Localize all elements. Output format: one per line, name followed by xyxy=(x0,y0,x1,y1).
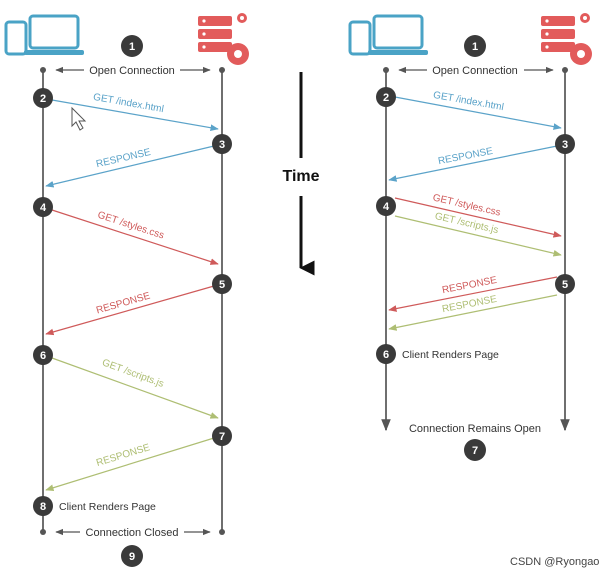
svg-text:9: 9 xyxy=(129,551,135,563)
left-msg-get-styles-arrow xyxy=(51,209,219,265)
right-msg-response-3-label: RESPONSE xyxy=(441,294,498,315)
right-step-2-badge: 2 xyxy=(376,87,396,107)
left-msg-get-scripts-label: GET /scripts.js xyxy=(101,357,166,390)
server-gear-icon xyxy=(541,13,592,65)
left-step-6-badge: 6 xyxy=(33,345,53,365)
svg-text:5: 5 xyxy=(562,279,568,291)
right-msg-response-2-label: RESPONSE xyxy=(441,275,498,296)
right-msg-response-3-arrow xyxy=(388,294,558,331)
svg-text:7: 7 xyxy=(219,431,225,443)
svg-text:3: 3 xyxy=(562,139,568,151)
svg-text:6: 6 xyxy=(383,349,389,361)
left-step-4-badge: 4 xyxy=(33,197,53,217)
left-step-9-badge: 9 xyxy=(121,545,143,567)
left-msg-response-2-label: RESPONSE xyxy=(95,291,152,317)
svg-text:3: 3 xyxy=(219,139,225,151)
right-msg-response-1-arrow xyxy=(388,145,558,182)
left-client-renders-label: Client Renders Page xyxy=(59,501,156,513)
left-msg-get-scripts-arrow xyxy=(51,357,219,419)
right-msg-response-2-arrow xyxy=(388,276,558,312)
right-connection-remains-open-label: Connection Remains Open xyxy=(409,423,541,435)
left-connection-closed-label: Connection Closed xyxy=(86,527,179,539)
left-step-1-badge: 1 xyxy=(121,35,143,57)
time-label: Time xyxy=(282,168,319,185)
right-step-1-badge: 1 xyxy=(464,35,486,57)
right-step-6-badge: 6 xyxy=(376,344,396,364)
svg-text:1: 1 xyxy=(472,41,478,53)
right-msg-get-scripts-arrow xyxy=(394,215,562,257)
right-step-4-badge: 4 xyxy=(376,196,396,216)
left-msg-get-index-label: GET /index.html xyxy=(92,92,164,115)
svg-text:4: 4 xyxy=(383,201,390,213)
left-msg-get-styles-label: GET /styles.css xyxy=(96,210,165,242)
svg-text:6: 6 xyxy=(40,350,46,362)
right-msg-get-index-arrow xyxy=(394,96,562,130)
left-open-connection-label: Open Connection xyxy=(89,65,175,77)
left-msg-response-3-arrow xyxy=(45,437,215,491)
svg-text:5: 5 xyxy=(219,279,225,291)
left-msg-response-2-arrow xyxy=(45,285,215,336)
right-step-7-badge: 7 xyxy=(464,439,486,461)
left-msg-response-3-label: RESPONSE xyxy=(95,442,152,469)
svg-text:7: 7 xyxy=(472,445,478,457)
client-laptop-phone-icon xyxy=(4,14,84,56)
left-step-5-badge: 5 xyxy=(212,274,232,294)
left-msg-get-index-arrow xyxy=(51,99,219,132)
svg-text:8: 8 xyxy=(40,501,46,513)
left-step-2-badge: 2 xyxy=(33,88,53,108)
svg-text:4: 4 xyxy=(40,202,47,214)
svg-text:2: 2 xyxy=(383,92,389,104)
right-step-3-badge: 3 xyxy=(555,134,575,154)
watermark: CSDN @Ryongao xyxy=(510,556,600,568)
left-step-8-badge: 8 xyxy=(33,496,53,516)
right-step-5-badge: 5 xyxy=(555,274,575,294)
right-msg-get-index-label: GET /index.html xyxy=(432,90,504,113)
right-msg-get-styles-arrow xyxy=(394,197,562,238)
svg-text:1: 1 xyxy=(129,41,135,53)
right-open-connection-label: Open Connection xyxy=(432,65,518,77)
left-msg-response-1-arrow xyxy=(45,145,215,188)
client-laptop-phone-icon xyxy=(348,14,428,56)
svg-text:2: 2 xyxy=(40,93,46,105)
mouse-cursor-icon xyxy=(71,106,87,131)
left-msg-response-1-label: RESPONSE xyxy=(95,147,152,170)
server-gear-icon xyxy=(198,13,249,65)
right-client-renders-label: Client Renders Page xyxy=(402,349,499,361)
left-step-7-badge: 7 xyxy=(212,426,232,446)
left-step-3-badge: 3 xyxy=(212,134,232,154)
